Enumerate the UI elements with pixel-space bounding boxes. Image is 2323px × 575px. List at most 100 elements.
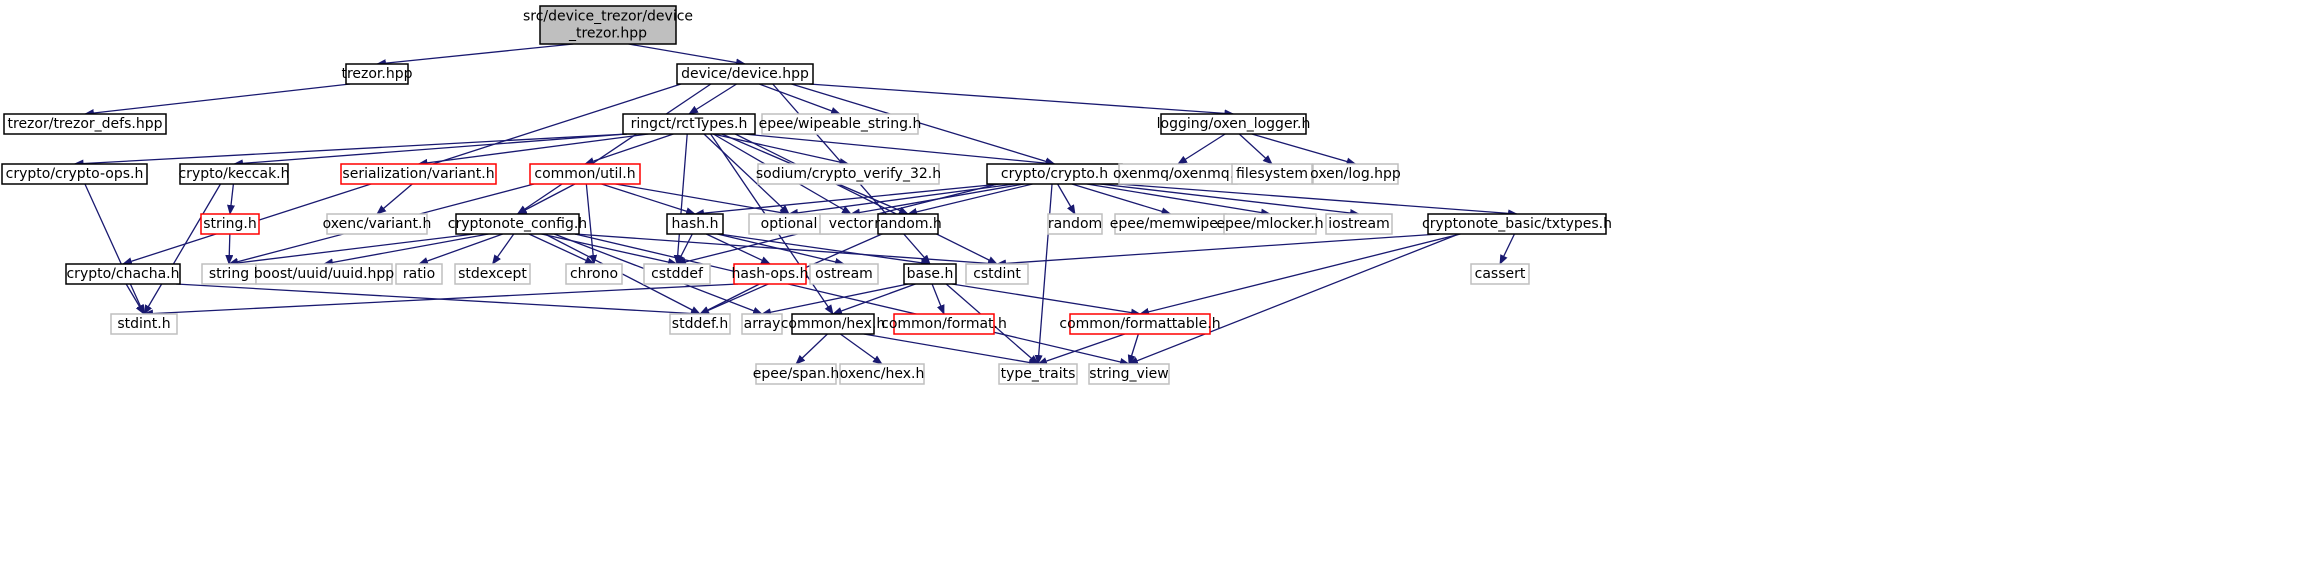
node-span[interactable]: epee/span.h (753, 363, 839, 385)
node-formattable[interactable]: common/formattable.h (1059, 313, 1221, 335)
node-cstdint[interactable]: cstdint (965, 263, 1029, 285)
node-iostream[interactable]: iostream (1325, 213, 1393, 235)
node-box-chacha[interactable] (65, 263, 181, 285)
node-random[interactable]: random (1047, 213, 1103, 235)
node-cryptonote_config[interactable]: cryptonote_config.h (448, 213, 587, 235)
edge-base-to-format (931, 283, 945, 315)
node-chacha[interactable]: crypto/chacha.h (65, 263, 181, 285)
node-box-stringh[interactable] (200, 213, 260, 235)
node-box-trezor_defs[interactable] (3, 113, 167, 135)
node-box-chrono[interactable] (565, 263, 623, 285)
node-crypto_ops[interactable]: crypto/crypto-ops.h (1, 163, 148, 185)
node-box-util[interactable] (529, 163, 641, 185)
node-oxenlog[interactable]: oxen/log.hpp (1310, 163, 1401, 185)
node-device[interactable]: device/device.hpp (676, 63, 814, 85)
node-box-oxenlog[interactable] (1312, 163, 1399, 185)
node-root[interactable]: src/device_trezor/device_trezor.hpp (523, 5, 693, 45)
edge-rcttypes-to-variant (417, 133, 649, 167)
node-ostream[interactable]: ostream (809, 263, 879, 285)
node-array[interactable]: array (741, 313, 783, 335)
node-string[interactable]: string (201, 263, 257, 285)
node-box-mlocker[interactable] (1223, 213, 1317, 235)
node-box-stdinth[interactable] (110, 313, 178, 335)
node-optional[interactable]: optional (748, 213, 830, 235)
node-box-stddefh[interactable] (669, 313, 731, 335)
node-vector[interactable]: vector (819, 213, 883, 235)
node-memwipe[interactable]: epee/memwipe.h (1110, 213, 1232, 235)
node-box-filesystem[interactable] (1231, 163, 1313, 185)
node-crypto[interactable]: crypto/crypto.h (986, 163, 1123, 185)
node-box-cstdint[interactable] (965, 263, 1029, 285)
edge-util-to-cryptonote_config (516, 183, 576, 215)
node-uuid[interactable]: boost/uuid/uuid.hpp (254, 263, 394, 285)
node-trezor[interactable]: trezor.hpp (341, 63, 413, 85)
node-variant[interactable]: serialization/variant.h (340, 163, 497, 185)
node-box-trezor[interactable] (345, 63, 409, 85)
node-box-sodium[interactable] (757, 163, 940, 185)
node-stdexcept[interactable]: stdexcept (454, 263, 531, 285)
node-box-hex[interactable] (791, 313, 875, 335)
node-box-random[interactable] (1047, 213, 1103, 235)
node-string_view[interactable]: string_view (1088, 363, 1170, 385)
node-box-ratio[interactable] (395, 263, 443, 285)
node-box-wipeable[interactable] (761, 113, 919, 135)
node-box-cryptonote_config[interactable] (455, 213, 580, 235)
node-stddefh[interactable]: stddef.h (669, 313, 731, 335)
node-base[interactable]: base.h (903, 263, 957, 285)
node-box-oxenc_variant[interactable] (326, 213, 428, 235)
edge-trezor-to-trezor_defs (84, 83, 351, 117)
node-box-ostream[interactable] (809, 263, 879, 285)
node-box-span[interactable] (755, 363, 837, 385)
node-box-oxenc_hex[interactable] (839, 363, 925, 385)
node-rcttypes[interactable]: ringct/rctTypes.h (622, 113, 756, 135)
node-cassert[interactable]: cassert (1470, 263, 1530, 285)
node-box-randomh[interactable] (877, 213, 939, 235)
node-cstddef[interactable]: cstddef (643, 263, 711, 285)
node-format[interactable]: common/format.h (881, 313, 1007, 335)
node-box-oxen_logger[interactable] (1160, 113, 1307, 135)
node-wipeable[interactable]: epee/wipeable_string.h (759, 113, 922, 135)
node-oxenmq[interactable]: oxenmq/oxenmq.h (1113, 163, 1243, 185)
node-box-format[interactable] (893, 313, 995, 335)
node-box-base[interactable] (903, 263, 957, 285)
node-box-keccak[interactable] (179, 163, 289, 185)
node-randomh[interactable]: random.h (874, 213, 942, 235)
node-oxenc_variant[interactable]: oxenc/variant.h (323, 213, 432, 235)
node-box-variant[interactable] (340, 163, 497, 185)
node-box-string_view[interactable] (1088, 363, 1170, 385)
node-hash[interactable]: hash.h (666, 213, 724, 235)
node-box-hash[interactable] (666, 213, 724, 235)
node-util[interactable]: common/util.h (529, 163, 641, 185)
node-oxenc_hex[interactable]: oxenc/hex.h (839, 363, 925, 385)
node-mlocker[interactable]: epee/mlocker.h (1216, 213, 1324, 235)
node-box-formattable[interactable] (1069, 313, 1211, 335)
node-txtypes[interactable]: cryptonote_basic/txtypes.h (1422, 213, 1612, 235)
node-stdinth[interactable]: stdint.h (110, 313, 178, 335)
node-box-crypto_ops[interactable] (1, 163, 148, 185)
node-box-root[interactable] (539, 5, 677, 45)
node-hex[interactable]: common/hex.h (781, 313, 886, 335)
node-box-array[interactable] (741, 313, 783, 335)
node-box-device[interactable] (676, 63, 814, 85)
node-filesystem[interactable]: filesystem (1231, 163, 1313, 185)
node-box-txtypes[interactable] (1427, 213, 1607, 235)
node-chrono[interactable]: chrono (565, 263, 623, 285)
node-hashops[interactable]: hash-ops.h (732, 263, 809, 285)
node-box-hashops[interactable] (733, 263, 807, 285)
node-type_traits[interactable]: type_traits (998, 363, 1078, 385)
node-box-rcttypes[interactable] (622, 113, 756, 135)
node-box-cassert[interactable] (1470, 263, 1530, 285)
node-sodium[interactable]: sodium/crypto_verify_32.h (756, 163, 941, 185)
node-stringh[interactable]: string.h (200, 213, 260, 235)
node-trezor_defs[interactable]: trezor/trezor_defs.hpp (3, 113, 167, 135)
node-oxen_logger[interactable]: logging/oxen_logger.h (1157, 113, 1311, 135)
node-label-crypto: crypto/crypto.h (1001, 166, 1108, 182)
node-label-mlocker: epee/mlocker.h (1216, 216, 1323, 232)
node-box-type_traits[interactable] (998, 363, 1078, 385)
node-box-uuid[interactable] (255, 263, 393, 285)
node-box-iostream[interactable] (1325, 213, 1393, 235)
node-ratio[interactable]: ratio (395, 263, 443, 285)
node-keccak[interactable]: crypto/keccak.h (178, 163, 290, 185)
node-box-cstddef[interactable] (643, 263, 711, 285)
node-box-stdexcept[interactable] (454, 263, 531, 285)
